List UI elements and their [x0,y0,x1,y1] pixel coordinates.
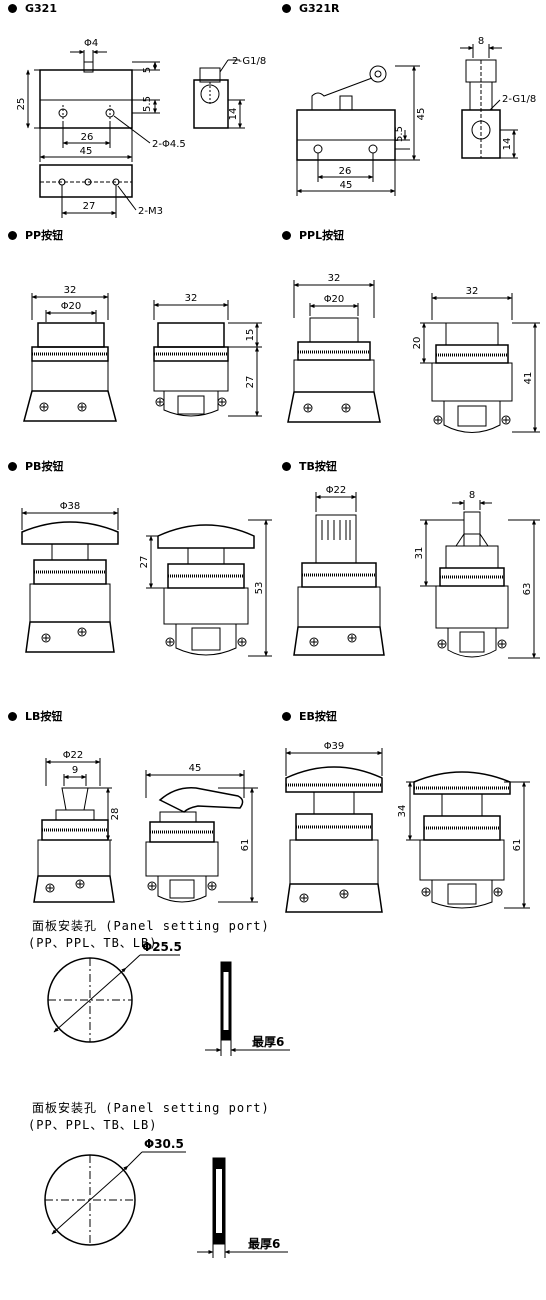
dim-label: 32 [64,285,77,296]
dim-label: Φ22 [63,750,84,761]
panel-hole-2 [44,1151,186,1246]
dim-label: 8 [469,490,475,501]
section-ppl: PPL按钮 [282,229,344,243]
dim-label: 45 [189,763,202,774]
lb-front-view [33,787,115,903]
panel-note-title-2: 面板安装孔 (Panel setting port) [32,1101,270,1115]
bullet-icon [282,462,291,471]
dim-label: 53 [254,582,265,595]
dim-label: 14 [502,138,513,151]
tb-front-view [293,514,385,656]
ppl-side-view [431,322,513,433]
dim-label: 32 [466,286,479,297]
dim-label: 14 [228,108,239,121]
dim-label: 45 [340,180,353,191]
dim-label: 45 [80,146,93,157]
dim-label: 26 [339,166,352,177]
dim-label: 41 [523,372,534,385]
section-pp: PP按钮 [8,229,63,243]
pp-front-view [23,322,117,422]
dim-label: Φ39 [324,741,345,752]
dim-label: 15 [245,329,256,342]
bullet-icon [8,712,17,721]
section-g321r: G321R [282,2,339,16]
dim-label: Φ20 [324,294,345,305]
panel-diameter-label: Φ25.5 [142,940,182,954]
bullet-icon [282,4,291,13]
dim-label: 2-G1/8 [502,94,536,105]
dim-label: 5.5 [394,126,405,142]
dim-label: 61 [512,839,523,852]
panel-thickness-1 [205,961,290,1056]
dim-label: 27 [139,556,150,569]
section-tb: TB按钮 [282,460,337,474]
pb-side-view [157,524,255,656]
g321-bottom-view [39,164,133,198]
g321r-front-view [296,65,396,161]
dim-label: 45 [416,108,427,121]
bullet-icon [8,231,17,240]
bullet-icon [8,4,17,13]
g321-front-view [39,61,133,129]
dim-label: 26 [81,132,94,143]
panel-note-title-1: 面板安装孔 (Panel setting port) [32,919,270,933]
panel-hole-1 [47,954,180,1043]
panel-thickness-label: 最厚6 [252,1035,284,1049]
dim-label: 2-Φ4.5 [152,139,186,150]
dim-label: 8 [478,36,484,47]
bullet-icon [282,231,291,240]
panel-thickness-2 [197,1157,288,1258]
dim-label: 20 [412,337,423,350]
dim-label: Φ22 [326,485,347,496]
dim-label: 2-G1/8 [232,56,266,67]
panel-note-models-2: (PP、PPL、TB、LB) [28,1118,158,1132]
eb-front-view [285,766,383,913]
dim-label: 32 [185,293,198,304]
dim-label: 2-M3 [138,206,163,217]
eb-side-view [413,771,511,909]
section-g321: G321 [8,2,57,16]
panel-thickness-label: 最厚6 [248,1237,280,1251]
dim-label: 28 [110,808,121,821]
dim-label: 27 [245,376,256,389]
dim-label: 34 [397,805,408,818]
bullet-icon [8,462,17,471]
dim-label: 27 [83,201,96,212]
dim-label: 32 [328,273,341,284]
g321-side-view [193,67,229,129]
ppl-front-view [287,317,381,423]
dim-label: Φ4 [84,38,98,49]
dim-label: 63 [522,583,533,596]
dim-label: Φ20 [61,301,82,312]
g321r-side-view [461,59,501,159]
section-lb: LB按钮 [8,710,62,724]
dim-label: 5 [142,67,153,73]
section-pb: PB按钮 [8,460,63,474]
lb-side-view [145,787,244,903]
pb-front-view [21,521,119,653]
bullet-icon [282,712,291,721]
pp-side-view [153,322,229,417]
dim-label: 25 [16,98,27,111]
dim-label: Φ38 [60,501,81,512]
section-eb: EB按钮 [282,710,337,724]
dim-label: 5.5 [142,96,153,112]
panel-note-models-1: (PP、PPL、TB、LB) [28,936,158,950]
panel-diameter-label: Φ30.5 [144,1137,184,1151]
dim-label: 31 [414,547,425,560]
dim-label: 9 [72,765,78,776]
dim-label: 61 [240,839,251,852]
tb-side-view [435,511,509,658]
